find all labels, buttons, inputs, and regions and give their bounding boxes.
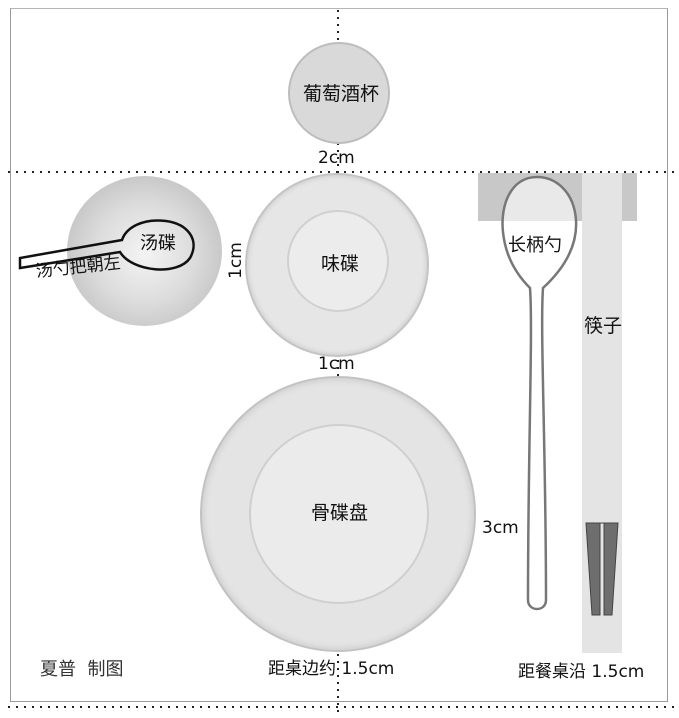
sauce-plate-well — [287, 210, 389, 312]
sauce-plate-label: 味碟 — [321, 253, 360, 275]
chopsticks-label: 筷子 — [584, 315, 623, 337]
soup-bowl-label: 汤碟 — [140, 233, 176, 254]
credit-label: 夏普 制图 — [40, 659, 124, 680]
edge-distance-center-label: 距桌边约 1.5cm — [268, 659, 395, 679]
bone-plate-well — [249, 424, 429, 604]
placemat-frame — [10, 8, 668, 702]
bone-plate-label: 骨碟盘 — [311, 502, 369, 524]
gap-right-label: 3cm — [482, 518, 519, 538]
gap-side-label: 1cm — [225, 242, 246, 279]
gap-middle-label: 1cm — [318, 354, 355, 374]
chopsticks — [582, 173, 622, 653]
wine-glass-label: 葡萄酒杯 — [303, 83, 380, 105]
gap-top-label: 2cm — [318, 148, 355, 168]
wine-glass — [288, 42, 390, 144]
edge-distance-right-label: 距餐桌沿 1.5cm — [518, 662, 645, 682]
ladle-label: 长柄勺 — [508, 235, 562, 256]
